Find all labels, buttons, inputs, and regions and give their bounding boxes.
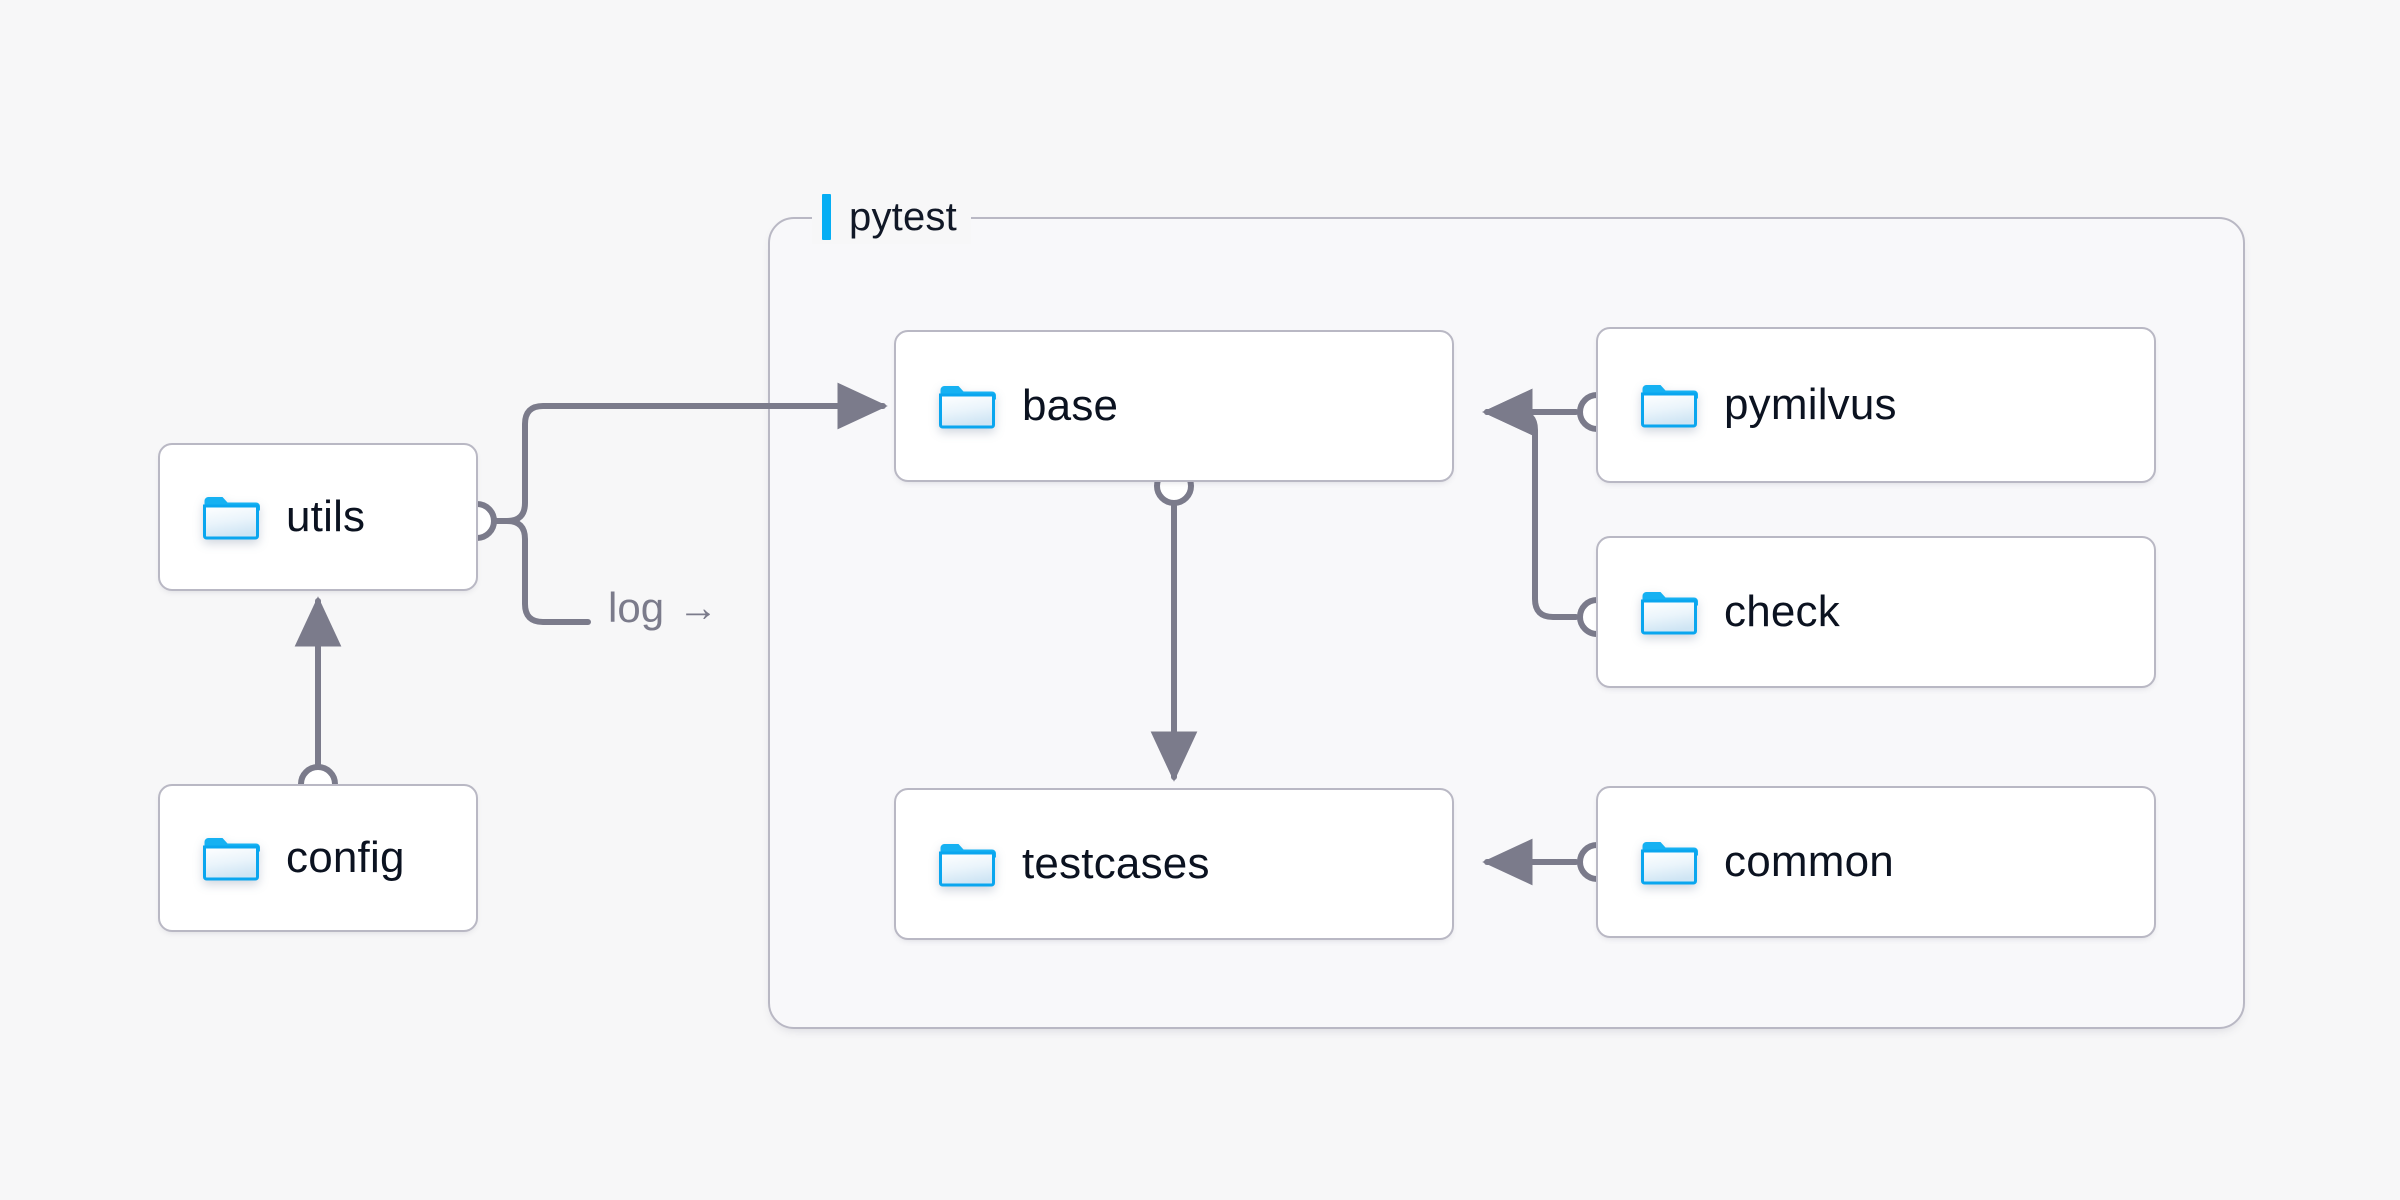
node-content-check: check xyxy=(1598,587,1840,637)
node-pymilvus[interactable]: pymilvus xyxy=(1596,327,2156,483)
node-label-config: config xyxy=(286,833,405,882)
node-label-utils: utils xyxy=(286,492,366,541)
node-content-base: base xyxy=(896,381,1118,431)
folder-icon xyxy=(203,838,260,881)
node-content-testcases: testcases xyxy=(896,839,1210,889)
node-label-base: base xyxy=(1022,381,1119,430)
folder-icon xyxy=(939,844,996,887)
edge-label-log[interactable]: log → xyxy=(608,584,718,632)
folder-icon xyxy=(203,497,260,540)
node-check[interactable]: check xyxy=(1596,536,2156,688)
node-utils[interactable]: utils xyxy=(158,443,478,591)
arrow-right-icon: → xyxy=(678,586,719,630)
folder-icon xyxy=(939,386,996,429)
folder-icon xyxy=(1641,842,1698,885)
node-base[interactable]: base xyxy=(894,330,1454,482)
node-content-utils: utils xyxy=(160,492,365,542)
node-label-check: check xyxy=(1724,587,1840,636)
group-accent-bar-icon xyxy=(822,194,831,240)
node-content-pymilvus: pymilvus xyxy=(1598,380,1897,430)
folder-icon xyxy=(1641,592,1698,635)
group-label-pytest[interactable]: pytest xyxy=(812,190,971,244)
folder-icon xyxy=(1641,385,1698,428)
edge-utils-to-log[interactable] xyxy=(474,518,591,625)
node-label-pymilvus: pymilvus xyxy=(1724,380,1897,429)
node-content-config: config xyxy=(160,833,405,883)
node-label-common: common xyxy=(1724,837,1894,886)
group-label-text: pytest xyxy=(849,194,957,239)
edge-label-log-text: log xyxy=(608,584,665,631)
node-content-common: common xyxy=(1598,837,1894,887)
node-common[interactable]: common xyxy=(1596,786,2156,938)
node-config[interactable]: config xyxy=(158,784,478,932)
node-label-testcases: testcases xyxy=(1022,839,1210,888)
node-testcases[interactable]: testcases xyxy=(894,788,1454,940)
